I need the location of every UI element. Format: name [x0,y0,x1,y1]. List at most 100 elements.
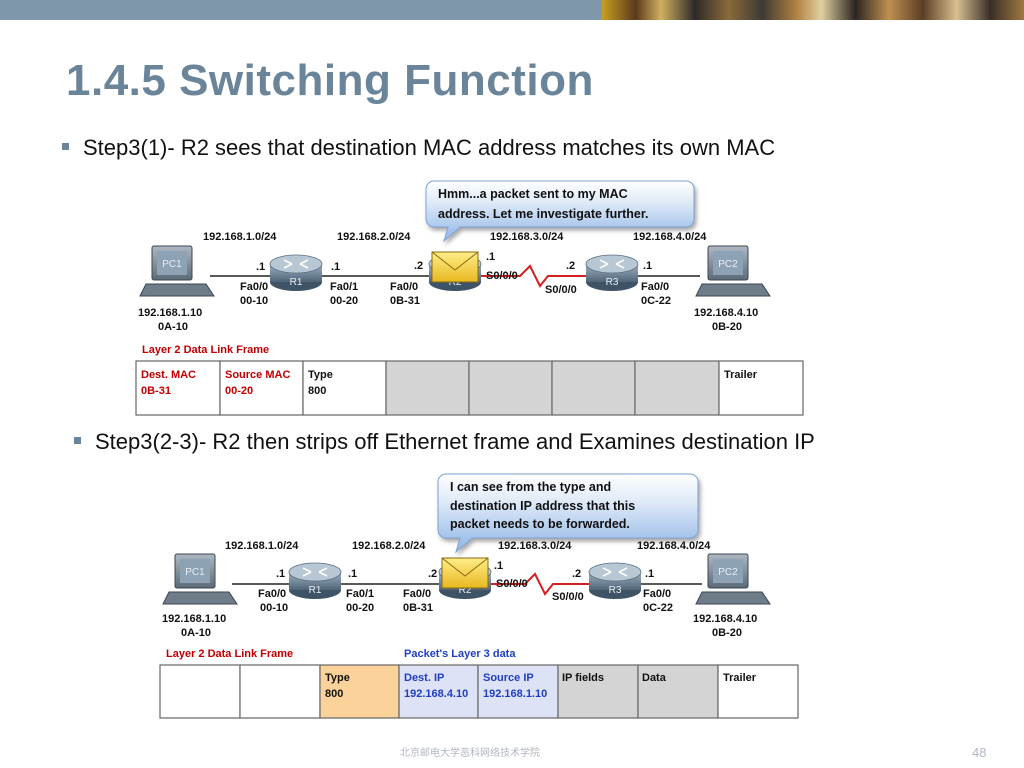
envelope-icon [431,251,479,283]
pc1-ip: 192.168.1.10 [162,613,226,625]
slide-title: 1.4.5 Switching Function [66,56,594,105]
pc2-icon: PC2 [695,245,771,297]
callout-2-line-3: packet needs to be forwarded. [450,517,630,531]
dest-ip-value: 192.168.4.10 [404,688,468,700]
r3-right-host: .1 [643,260,652,272]
frame-label-2: Layer 2 Data Link Frame [166,648,293,660]
network-label-2: 192.168.2.0/24 [352,540,426,552]
network-label-4: 192.168.4.0/24 [637,540,711,552]
r3-left-interface: S0/0/0 [552,591,584,603]
r2-right-interface: S0/0/0 [486,270,518,282]
r1-left-host: .1 [256,261,265,273]
pc1-icon: PC1 [139,245,215,297]
frame-table-1: Dest. MAC 0B-31 Source MAC 00-20 Type 80… [135,360,804,416]
packet-label: Packet's Layer 3 data [404,648,516,660]
r2-left-mac: 0B-31 [390,295,420,307]
r3-right-host: .1 [645,568,654,580]
pc1-ip: 192.168.1.10 [138,307,202,319]
diagram-1: Hmm...a packet sent to my MAC address. L… [135,180,804,416]
cell-dest-mac [135,360,221,416]
bullet-square-icon [62,142,69,150]
pc1-mac: 0A-10 [158,321,188,333]
callout-bubble-1: Hmm...a packet sent to my MAC address. L… [425,180,695,243]
envelope-icon [441,557,489,589]
cell-gray-1 [385,360,470,416]
diagram-2: I can see from the type and destination … [159,473,799,719]
r3-right-mac: 0C-22 [641,295,671,307]
cell-type [319,664,400,719]
r1-right-interface: Fa0/1 [330,281,358,293]
network-label-1: 192.168.1.0/24 [225,540,299,552]
r2-right-host: .1 [494,560,503,572]
router-r3-label: R3 [606,277,619,288]
r1-right-mac: 00-20 [330,295,358,307]
dest-mac-label: Dest. MAC [141,369,196,381]
trailer-label: Trailer [724,369,758,381]
footer-institution: 北京邮电大学恶科网络技术学院 [400,748,540,759]
source-ip-value: 192.168.1.10 [483,688,547,700]
cell-empty-1 [159,664,241,719]
cell-trailer [717,664,799,719]
router-r3-icon: R3 [588,562,642,599]
cell-gray-2 [468,360,553,416]
r1-left-host: .1 [276,568,285,580]
network-label-1: 192.168.1.0/24 [203,231,277,243]
page-number: 48 [972,745,987,760]
r1-right-host: .1 [348,568,357,580]
trailer-label: Trailer [723,672,757,684]
pc1-icon: PC1 [162,553,238,605]
type-label: Type [325,672,350,684]
bullet-text-2: Step3(2-3)- R2 then strips off Ethernet … [95,429,815,454]
cell-empty-2 [239,664,321,719]
router-r3-label: R3 [609,585,622,596]
r2-right-host: .1 [486,251,495,263]
network-label-3: 192.168.3.0/24 [498,540,572,552]
r3-right-mac: 0C-22 [643,602,673,614]
frame-table-2: Type 800 Dest. IP 192.168.4.10 Source IP… [159,664,799,719]
r1-left-mac: 00-10 [240,295,268,307]
dest-ip-label: Dest. IP [404,672,444,684]
frame-label-1: Layer 2 Data Link Frame [142,344,269,356]
source-mac-label: Source MAC [225,369,290,381]
pc2-label: PC2 [718,259,738,270]
ip-fields-label: IP fields [562,672,604,684]
router-r1-label: R1 [290,277,303,288]
dest-mac-value: 0B-31 [141,385,171,397]
callout-1-line-2: address. Let me investigate further. [438,207,649,221]
r1-right-host: .1 [331,261,340,273]
source-mac-value: 00-20 [225,385,253,397]
network-label-2: 192.168.2.0/24 [337,231,411,243]
r3-right-interface: Fa0/0 [643,588,671,600]
r1-left-interface: Fa0/0 [258,588,286,600]
router-r1-label: R1 [309,585,322,596]
r2-right-interface: S0/0/0 [496,578,528,590]
r3-left-host: .2 [566,260,575,272]
pc1-label: PC1 [162,259,182,270]
cell-type [302,360,387,416]
r3-left-host: .2 [572,568,581,580]
r1-right-mac: 00-20 [346,602,374,614]
bullet-text-1: Step3(1)- R2 sees that destination MAC a… [83,135,776,160]
banner-photo-strip [602,0,1024,20]
router-r2-label: R2 [459,585,472,596]
pc2-ip: 192.168.4.10 [693,613,757,625]
callout-1-line-1: Hmm...a packet sent to my MAC [438,187,628,201]
callout-bubble-2: I can see from the type and destination … [437,473,699,554]
r2-left-host: .2 [414,260,423,272]
r1-left-interface: Fa0/0 [240,281,268,293]
callout-2-line-1: I can see from the type and [450,480,611,494]
cell-source-ip [477,664,559,719]
r3-left-interface: S0/0/0 [545,284,577,296]
cell-gray-3 [551,360,636,416]
pc2-mac: 0B-20 [712,321,742,333]
r3-right-interface: Fa0/0 [641,281,669,293]
cell-dest-ip [398,664,479,719]
router-r1-icon: R1 [288,562,342,599]
router-r1-icon: R1 [269,254,323,291]
pc1-label: PC1 [185,567,205,578]
bullet-step3-1: Step3(1)- R2 sees that destination MAC a… [62,135,775,161]
type-label: Type [308,369,333,381]
r2-left-interface: Fa0/0 [403,588,431,600]
source-ip-label: Source IP [483,672,534,684]
network-label-4: 192.168.4.0/24 [633,231,707,243]
